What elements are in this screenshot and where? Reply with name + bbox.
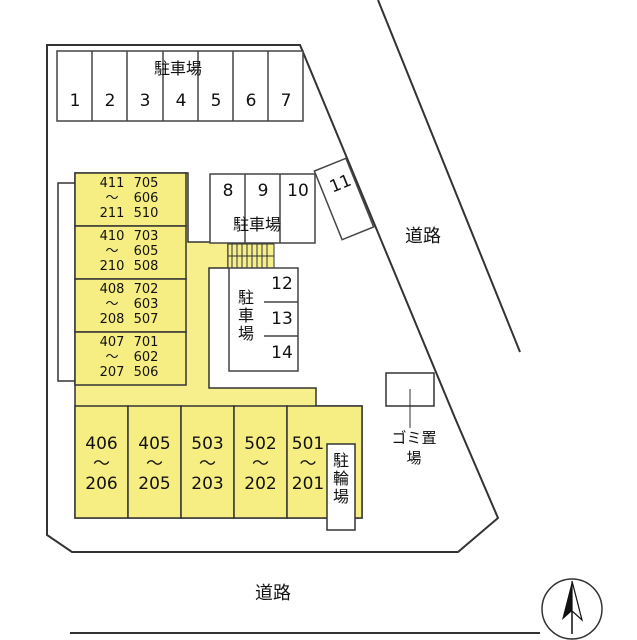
- road-label-right: 道路: [405, 226, 441, 247]
- unit-top: 705: [133, 176, 159, 191]
- road-label-bottom: 道路: [255, 583, 291, 604]
- unit-top: 501: [291, 434, 325, 454]
- range-mark: ～: [93, 454, 110, 474]
- range-mark: ～: [199, 454, 216, 474]
- unit-range-b: 701 602 506: [130, 335, 162, 380]
- unit-top: 405: [138, 434, 171, 454]
- unit-bottom: 206: [85, 474, 118, 494]
- unit-bottom: 207: [99, 365, 125, 380]
- unit-bottom: 506: [133, 365, 159, 380]
- bottom-unit-cells: [74, 405, 363, 519]
- unit-range-a: 407 ～ 207: [96, 335, 128, 380]
- unit-bottom: 507: [133, 312, 159, 327]
- parking-slot-13: 13: [271, 309, 293, 329]
- unit-bottom: 201: [291, 474, 325, 494]
- parking-slot-8: 8: [222, 181, 234, 201]
- unit-range-b: 703 605 508: [130, 229, 162, 274]
- unit-top: 410: [99, 229, 125, 244]
- unit-bottom-5: 501 ～ 201: [289, 434, 327, 494]
- unit-bottom: 211: [99, 206, 125, 221]
- parking-slot-7: 7: [280, 91, 292, 111]
- unit-top: 411: [99, 176, 125, 191]
- unit-bottom-3: 503 ～ 203: [181, 434, 234, 494]
- unit-top: 408: [99, 282, 125, 297]
- unit-mid: 602: [133, 350, 159, 365]
- parking-mid: [209, 173, 316, 244]
- unit-bottom: 202: [244, 474, 277, 494]
- bicycle-parking-box: [326, 443, 356, 531]
- unit-mid: 603: [133, 297, 159, 312]
- range-mark: ～: [105, 191, 119, 206]
- unit-range-a: 410 ～ 210: [96, 229, 128, 274]
- parking-side: [228, 267, 299, 372]
- unit-range-a: 408 ～ 208: [96, 282, 128, 327]
- range-mark: ～: [252, 454, 269, 474]
- parking-slot-3: 3: [139, 91, 151, 111]
- stairs: [227, 243, 275, 269]
- parking-slot-1: 1: [69, 91, 81, 111]
- unit-top: 406: [85, 434, 118, 454]
- unit-top: 701: [133, 335, 159, 350]
- parking-slot-9: 9: [257, 181, 269, 201]
- unit-bottom: 205: [138, 474, 171, 494]
- parking-slot-11-box: [313, 157, 375, 241]
- parking-slot-4: 4: [175, 91, 187, 111]
- parking-slot-10: 10: [287, 181, 309, 201]
- bicycle-parking-label: 駐輪場: [330, 452, 349, 506]
- parking-top-label: 駐車場: [154, 59, 203, 78]
- unit-mid: 605: [133, 244, 159, 259]
- range-mark: ～: [299, 454, 317, 474]
- range-mark: ～: [105, 244, 119, 259]
- parking-slot-5: 5: [210, 91, 222, 111]
- unit-bottom-1: 406 ～ 206: [75, 434, 128, 494]
- unit-top: 702: [133, 282, 159, 297]
- unit-bottom: 203: [191, 474, 224, 494]
- unit-top: 502: [244, 434, 277, 454]
- unit-bottom: 510: [133, 206, 159, 221]
- parking-slot-6: 6: [245, 91, 257, 111]
- unit-bottom-2: 405 ～ 205: [128, 434, 181, 494]
- range-mark: ～: [146, 454, 163, 474]
- left-unit-cells: [74, 172, 187, 386]
- parking-slot-12: 12: [271, 274, 293, 294]
- parking-top: [56, 50, 304, 122]
- north-arrow-icon: [541, 578, 603, 640]
- unit-mid: 606: [133, 191, 159, 206]
- unit-bottom: 508: [133, 259, 159, 274]
- unit-range-b: 705 606 510: [130, 176, 162, 221]
- unit-range-a: 411 ～ 211: [96, 176, 128, 221]
- range-mark: ～: [105, 297, 119, 312]
- unit-bottom-4: 502 ～ 202: [234, 434, 287, 494]
- unit-range-b: 702 603 507: [130, 282, 162, 327]
- unit-top: 407: [99, 335, 125, 350]
- unit-top: 703: [133, 229, 159, 244]
- unit-top: 503: [191, 434, 224, 454]
- parking-side-label: 駐車場: [235, 289, 254, 343]
- parking-slot-14: 14: [271, 343, 293, 363]
- parking-slot-2: 2: [104, 91, 116, 111]
- garbage-area-label: ゴミ置場: [391, 429, 437, 467]
- road-edge-right: [377, 0, 521, 353]
- range-mark: ～: [105, 350, 119, 365]
- parking-mid-label: 駐車場: [233, 215, 282, 234]
- unit-bottom: 208: [99, 312, 125, 327]
- unit-bottom: 210: [99, 259, 125, 274]
